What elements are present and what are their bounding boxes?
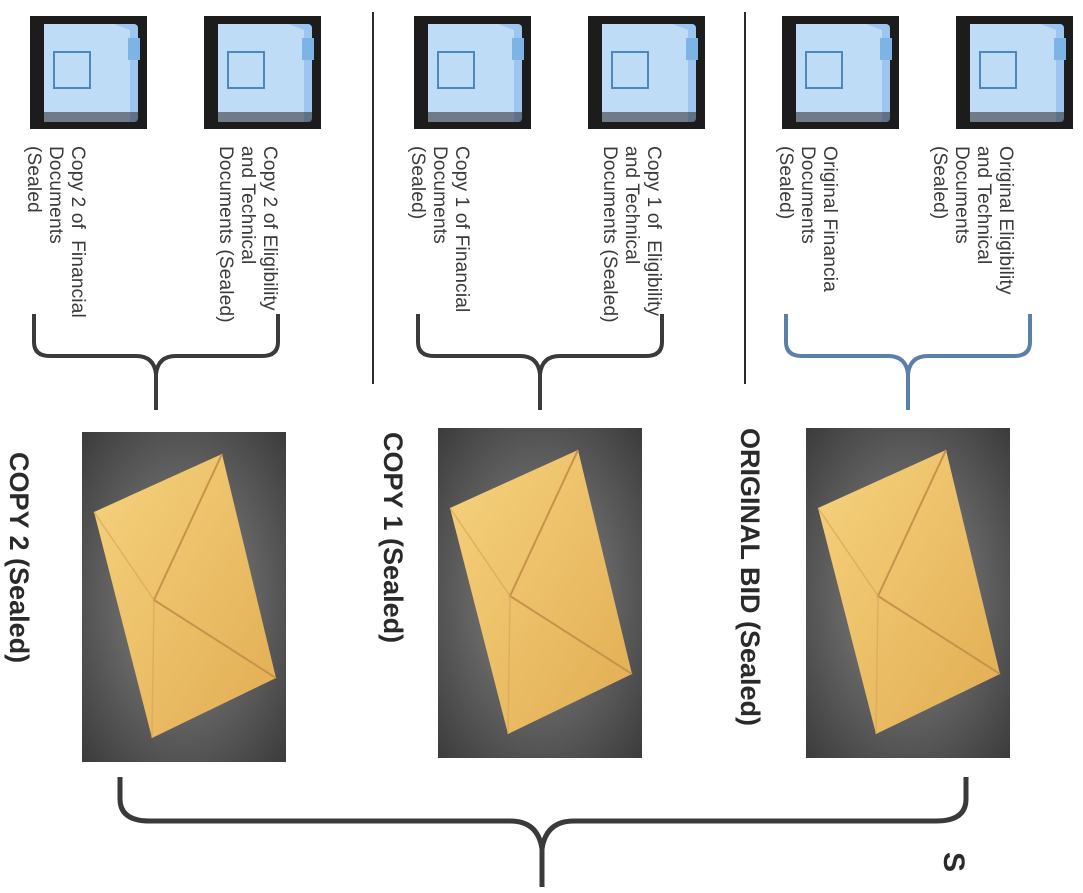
folder-icon (956, 16, 1073, 129)
folder-icon (414, 16, 531, 129)
envelope-icon (82, 432, 286, 762)
brace-original (784, 314, 1032, 410)
group-divider (372, 12, 374, 384)
doc-label-copy1-financial: Copy 1 of Financial Documents (Sealed) (407, 146, 472, 313)
doc-label-copy2-financial: Copy 2 of Financial Documents (Sealed (23, 146, 88, 318)
partial-heading: S (937, 852, 970, 873)
envelope-icon (438, 428, 642, 758)
folder-icon (782, 16, 899, 129)
folder-icon (204, 16, 321, 129)
envelope-label-copy1: COPY 1 (Sealed) (378, 432, 408, 644)
folder-icon (588, 16, 705, 129)
brace-copy1 (416, 314, 664, 410)
envelope-label-original: ORIGINAL BID (Sealed) (735, 428, 765, 727)
brace-all-envelopes (117, 777, 969, 887)
doc-label-copy2-technical: Copy 2 of Eligibility and Technical Docu… (215, 146, 280, 323)
doc-label-copy1-technical: Copy 1 of Eligibility and Technical Docu… (599, 146, 664, 323)
brace-copy2 (32, 314, 280, 410)
doc-label-original-technical: Original Eligibility and Technical Docum… (929, 146, 1016, 295)
doc-label-original-financial: Original Financia Documents (Sealed) (775, 146, 840, 292)
group-divider (744, 12, 746, 384)
envelope-label-copy2: COPY 2 (Sealed) (4, 452, 34, 664)
envelope-icon (806, 428, 1010, 758)
folder-icon (30, 16, 147, 129)
